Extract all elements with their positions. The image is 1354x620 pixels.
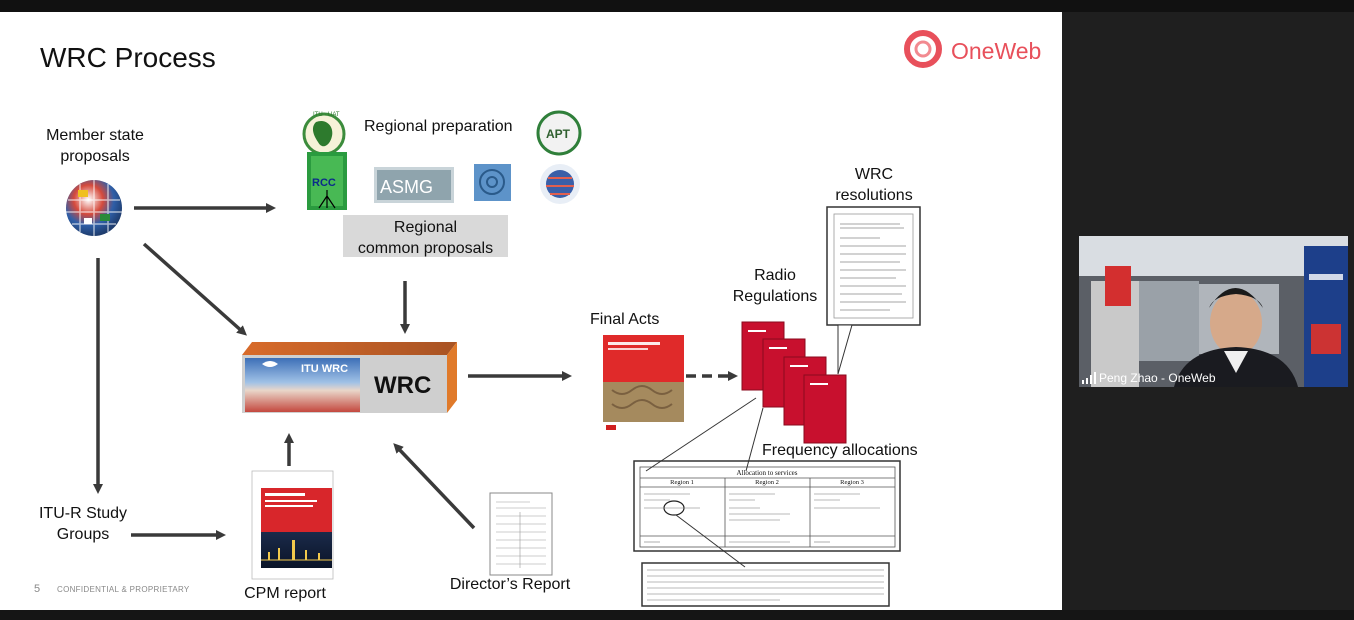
regional-preparation-label: Regional preparation xyxy=(364,118,513,135)
cpm-report-label: CPM report xyxy=(244,585,326,602)
allocation-table-caption: Allocation to services xyxy=(736,469,797,477)
wrc-resolutions-label: WRC resolutions xyxy=(835,166,913,204)
allocation-header-region-3: Region 3 xyxy=(840,479,864,486)
allocation-header-region-2: Region 2 xyxy=(755,479,779,486)
participant-video[interactable] xyxy=(1079,236,1348,387)
member-state-globe-icon xyxy=(66,180,122,236)
svg-text:ITU WRC: ITU WRC xyxy=(301,363,348,375)
allocation-header-region-1: Region 1 xyxy=(670,479,694,486)
frequency-allocations-label: Frequency allocations xyxy=(762,442,918,459)
signal-strength-icon xyxy=(1082,372,1096,384)
page-number: 5 xyxy=(34,583,41,595)
atu-logo-icon: ITU · UAT xyxy=(302,112,346,156)
svg-text:ASMG: ASMG xyxy=(380,177,433,197)
confidential-footer: CONFIDENTIAL & PROPRIETARY xyxy=(57,585,190,594)
final-acts-book-icon xyxy=(603,335,684,433)
svg-text:RCC: RCC xyxy=(312,177,336,189)
radio-regulations-books-icon xyxy=(741,321,847,444)
allocation-table xyxy=(633,460,901,552)
directors-report-label: Director’s Report xyxy=(449,576,571,593)
slide-title: WRC Process xyxy=(40,42,216,73)
apt-logo-icon: APT xyxy=(536,110,582,156)
cpm-report-document-icon xyxy=(251,470,334,580)
oneweb-logo-icon xyxy=(904,30,942,68)
wrc-resolutions-document-icon xyxy=(826,206,921,326)
wrc-box-label: WRC xyxy=(374,372,431,399)
radio-regulations-label: Radio Regulations xyxy=(732,267,818,305)
rcc-logo-icon: RCC xyxy=(307,152,347,210)
member-state-label: Member state proposals xyxy=(46,127,144,165)
wrc-box: ITU WRC xyxy=(242,342,457,413)
cept-logo-icon xyxy=(474,164,511,201)
diagram-graphics: ITU · UAT RCC ASMG APT xyxy=(66,110,921,607)
asmg-logo-icon: ASMG xyxy=(374,167,454,203)
footnote-box xyxy=(641,562,890,607)
top-bar xyxy=(0,0,1354,12)
regional-common-proposals-label: Regional common proposals xyxy=(357,219,494,257)
bottom-toolbar xyxy=(0,610,1354,620)
directors-report-document-icon xyxy=(489,492,553,576)
study-groups-label: ITU-R Study Groups xyxy=(38,505,127,543)
regional-common-proposals-box xyxy=(343,215,508,257)
final-acts-label: Final Acts xyxy=(590,311,660,328)
brand-name: OneWeb xyxy=(951,38,1042,64)
citel-logo-icon xyxy=(540,164,580,204)
presentation-slide: WRC Process OneWeb Member state proposal… xyxy=(0,12,1062,610)
svg-text:ITU · UAT: ITU · UAT xyxy=(313,112,340,118)
participant-name: Peng Zhao - OneWeb xyxy=(1099,371,1216,385)
svg-text:APT: APT xyxy=(546,127,571,141)
participant-video-frame xyxy=(1079,236,1348,387)
